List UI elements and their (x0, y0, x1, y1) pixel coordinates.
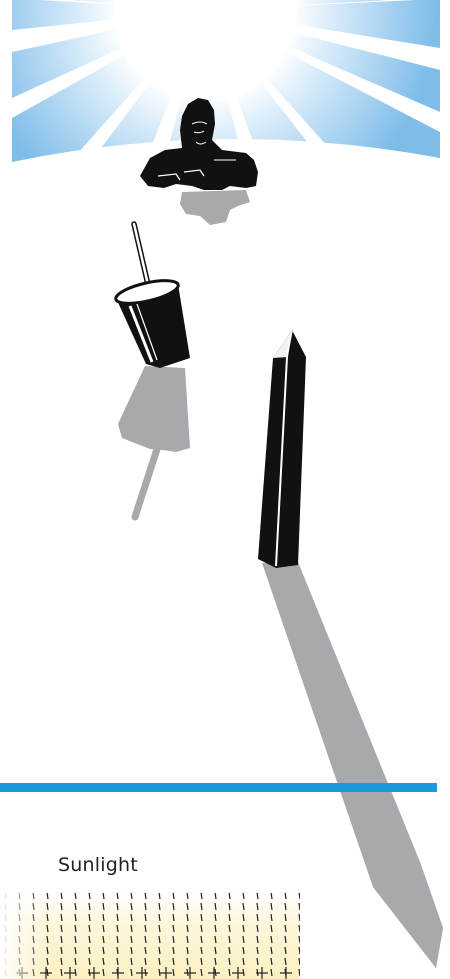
obelisk-icon (258, 330, 306, 568)
cup-with-straw-icon (114, 224, 190, 368)
sunlight-band (0, 893, 300, 979)
sun-rays-icon (12, 0, 440, 162)
sphinx-shadow (180, 190, 250, 225)
straw-shadow (135, 446, 158, 517)
cup-shadow (118, 366, 190, 452)
horizon-line (0, 783, 437, 792)
sunlight-label: Sunlight (58, 854, 138, 876)
